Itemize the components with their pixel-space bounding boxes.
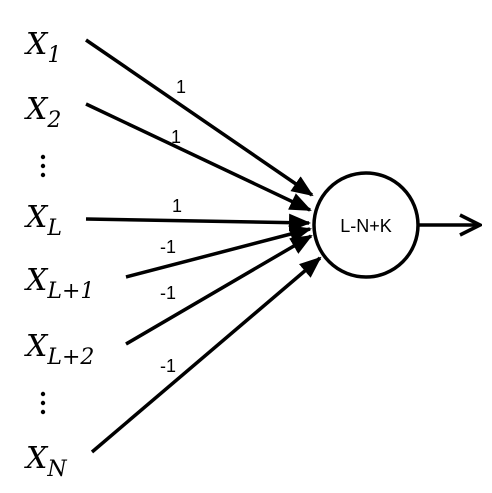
weight-x2: 1 xyxy=(171,127,181,147)
edge-xn xyxy=(90,256,322,454)
input-label-xl1: XL+1 xyxy=(24,263,94,304)
input-label-xl: XL xyxy=(24,200,62,241)
weight-xl2: -1 xyxy=(160,283,176,303)
input-label-xl2: XL+2 xyxy=(24,329,94,370)
vertical-ellipsis-bottom xyxy=(40,391,46,415)
weight-xn: -1 xyxy=(160,356,176,376)
edge-xl1 xyxy=(125,225,312,279)
weight-xl1: -1 xyxy=(160,237,176,257)
edge-xl xyxy=(85,213,311,232)
svg-text:X1: X1 xyxy=(24,27,61,68)
weight-x1: 1 xyxy=(176,77,186,97)
svg-text:XL: XL xyxy=(24,200,62,241)
input-label-x1: X1 xyxy=(24,27,61,68)
edge-x1 xyxy=(85,38,314,197)
neuron-node-label: L-N+K xyxy=(340,216,392,236)
svg-text:XL+2: XL+2 xyxy=(24,329,94,370)
input-label-x2: X2 xyxy=(24,92,61,133)
svg-text:XL+1: XL+1 xyxy=(24,263,94,304)
input-label-xn: XN xyxy=(24,441,67,482)
vertical-ellipsis-top xyxy=(40,154,46,178)
svg-text:X2: X2 xyxy=(24,92,61,133)
edge-x2 xyxy=(85,102,312,212)
svg-text:XN: XN xyxy=(24,441,67,482)
edge-xl2 xyxy=(125,234,313,346)
weight-xl: 1 xyxy=(172,196,182,216)
